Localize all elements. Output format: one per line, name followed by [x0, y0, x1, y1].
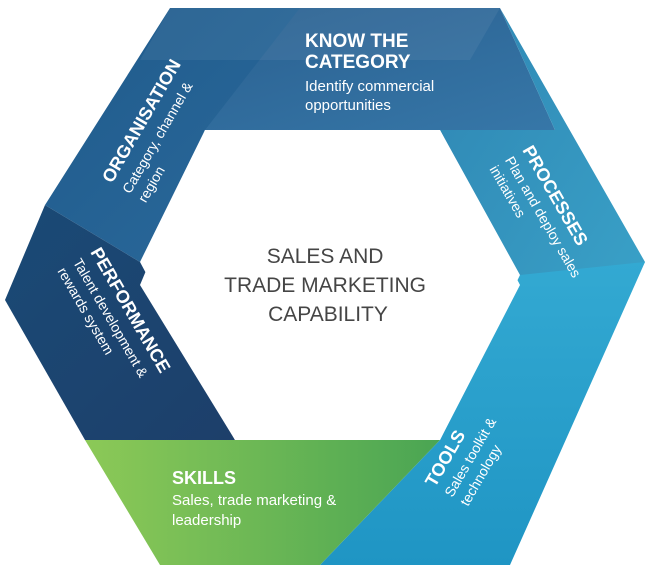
segment-organisation	[45, 8, 300, 262]
skills-body-line-1: Sales, trade marketing &	[172, 492, 336, 509]
center-hexagon	[140, 130, 520, 440]
know-the-category-body-line-2: opportunities	[305, 97, 391, 114]
center-title-line-1: SALES AND	[267, 245, 384, 268]
segment-processes	[440, 8, 645, 340]
center-title-line-2: TRADE MARKETING	[224, 274, 426, 297]
know-the-category-title-line-2: CATEGORY	[305, 52, 411, 73]
segment-tools	[320, 262, 645, 565]
segment-performance	[5, 205, 235, 440]
center-title: SALES AND TRADE MARKETING CAPABILITY	[224, 245, 432, 326]
center-title-line-3: CAPABILITY	[268, 303, 388, 326]
segment-skills	[85, 440, 440, 565]
label-know-the-category: KNOW THE CATEGORY Identify commercial op…	[305, 31, 438, 114]
know-the-category-body: Identify commercial opportunities	[305, 78, 438, 114]
know-the-category-title-line-1: KNOW THE	[305, 31, 408, 52]
know-the-category-body-line-1: Identify commercial	[305, 78, 434, 95]
label-skills: SKILLS Sales, trade marketing & leadersh…	[172, 468, 340, 529]
know-the-category-title: KNOW THE CATEGORY	[305, 31, 414, 73]
skills-body-line-2: leadership	[172, 512, 241, 529]
skills-body: Sales, trade marketing & leadership	[172, 492, 340, 529]
gloss-overlay	[140, 8, 500, 60]
skills-title: SKILLS	[172, 468, 236, 488]
